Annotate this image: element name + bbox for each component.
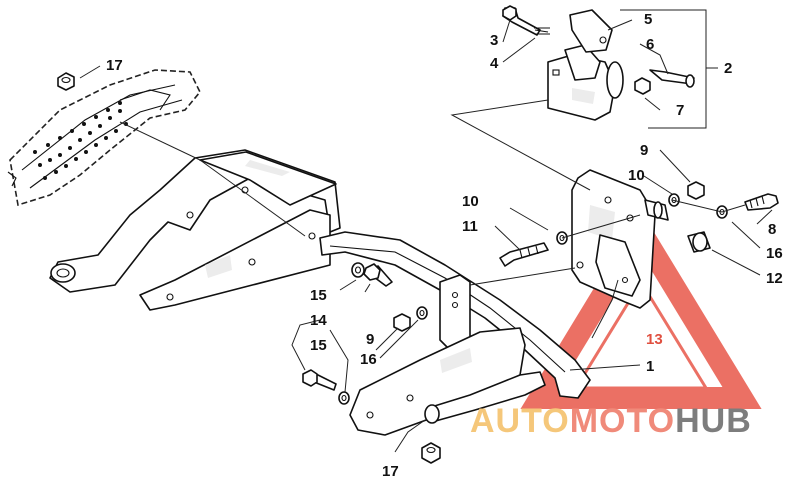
callout-5: 5 — [644, 11, 652, 28]
callout-6: 6 — [646, 36, 654, 53]
callout-9-left: 9 — [366, 331, 374, 348]
latch-assembly — [502, 5, 695, 121]
callout-8: 8 — [768, 221, 776, 238]
front-bracket-assembly — [349, 274, 546, 436]
callout-17-bottom: 17 — [382, 463, 399, 480]
watermark-hub: HUB — [675, 402, 752, 440]
callout-10-right: 10 — [628, 167, 645, 184]
watermark-wordmark: AUTOMOTOHUB — [470, 402, 752, 440]
callout-9-right: 9 — [640, 142, 648, 159]
watermark-logo — [520, 210, 762, 409]
watermark-triangle-inner — [573, 279, 709, 390]
callout-12: 12 — [766, 270, 783, 287]
leader-lines — [79, 19, 773, 453]
watermark-moto: MOTO — [570, 402, 675, 440]
callout-17-top: 17 — [106, 57, 123, 74]
watermark-triangle — [520, 210, 762, 409]
callout-15-top: 15 — [310, 287, 327, 304]
left-bracket-assembly — [49, 149, 341, 311]
hitch-plate — [571, 169, 669, 309]
callout-10-left: 10 — [462, 193, 479, 210]
callout-3: 3 — [490, 32, 498, 49]
callout-16-right: 16 — [766, 245, 783, 262]
callout-14: 14 — [310, 312, 327, 329]
watermark-auto: AUTO — [470, 402, 570, 440]
callout-11: 11 — [462, 218, 478, 235]
callout-7: 7 — [676, 102, 684, 119]
callout-2: 2 — [724, 60, 732, 77]
callout-1: 1 — [646, 358, 654, 375]
callout-4: 4 — [490, 55, 499, 72]
group-bracket-2 — [620, 9, 718, 129]
track-section — [7, 69, 201, 207]
svg-text:AUTOMOTOHUB: AUTOMOTOHUB — [470, 402, 752, 440]
callout-labels: 17 3 4 5 6 2 7 9 10 10 8 11 16 12 15 14 … — [106, 11, 783, 480]
callout-15-bottom: 15 — [310, 337, 327, 354]
callout-16-left: 16 — [360, 351, 377, 368]
nut-17-top — [57, 72, 75, 91]
callout-13: 13 — [646, 331, 663, 348]
